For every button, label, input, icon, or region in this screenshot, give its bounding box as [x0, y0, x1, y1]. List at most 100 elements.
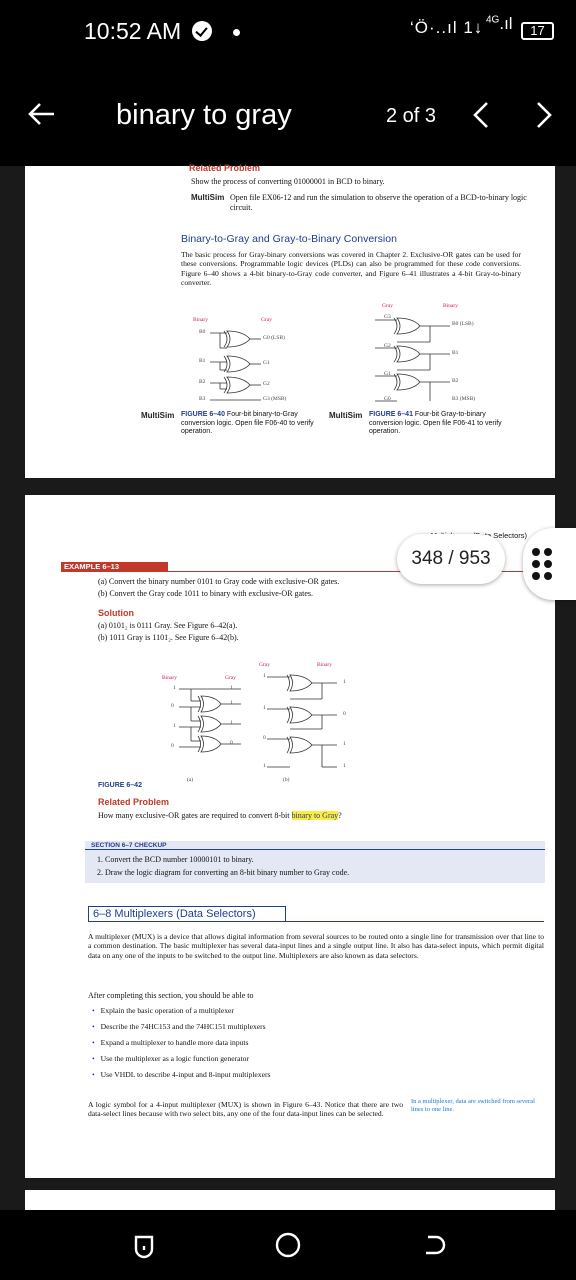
figure-6-40-caption: FIGURE 6–40 Four-bit binary-to-Gray conv… [181, 411, 314, 435]
figure-6-41-diagram [375, 317, 450, 402]
fig42b-out-1: 0 [343, 711, 346, 717]
checkup-title: SECTION 6–7 CHECKUP [85, 841, 545, 850]
multisim-logo: MultiSim [191, 193, 225, 202]
fig40-output-g2: G2 [263, 381, 270, 387]
fig41-output-label: Binary [443, 303, 458, 309]
fig42a-in-1: 0 [171, 703, 174, 709]
fig40-output-g3: G3 (MSB) [263, 396, 287, 402]
fig42a-in-0: 1 [173, 685, 176, 691]
fig40-output-g1: G1 [263, 360, 270, 366]
fig42a-in-2: 1 [173, 723, 176, 729]
example-rule [61, 571, 541, 572]
fig40-output-g0: G0 (LSB) [263, 335, 285, 341]
grid-dots-icon [544, 560, 552, 568]
fig41-output-b3: B3 (MSB) [452, 396, 476, 402]
example-part-a: (a) Convert the binary number 0101 to Gr… [98, 577, 340, 586]
related-problem-text-2: How many exclusive-OR gates are required… [98, 811, 342, 820]
recent-apps-icon[interactable] [128, 1229, 160, 1261]
objectives-intro: After completing this section, you shoul… [88, 991, 254, 1000]
fig42b-out-0: 1 [343, 679, 346, 685]
fig41-input-g2: G2 [384, 343, 391, 349]
multisim-text: Open file EX06-12 and run the simulation… [230, 193, 527, 212]
app-bar: binary to gray 2 of 3 [0, 62, 576, 166]
solution-heading: Solution [98, 608, 134, 618]
section-heading: Binary-to-Gray and Gray-to-Binary Conver… [181, 233, 397, 245]
fig41-input-g3: G3 [384, 314, 391, 320]
fig41-input-g1: G1 [384, 371, 391, 377]
check-badge-icon [192, 21, 212, 41]
status-bar: 10:52 AM ‘Ö·..ıl 1↓ 4G.ıl 17 [0, 0, 576, 62]
search-result-count: 2 of 3 [386, 105, 437, 127]
fig42a-tag: (a) [187, 777, 194, 783]
section-checkup-box: SECTION 6–7 CHECKUP 1. Convert the BCD n… [85, 841, 545, 883]
figure-6-42-label: FIGURE 6–42 [98, 782, 142, 789]
fig40-input-b2: B2 [199, 379, 206, 385]
fig42a-out-1: 1 [230, 700, 233, 706]
notification-dot-icon [233, 29, 240, 36]
fig42b-in-1: 1 [263, 705, 266, 711]
previous-result-icon[interactable] [470, 100, 492, 130]
fig41-input-g0: G0 [384, 396, 391, 402]
related-problem-heading-2: Related Problem [98, 797, 170, 807]
objective-item: Describe the 74HC153 and the 74HC151 mul… [92, 1022, 266, 1031]
fig42b-output-label: Binary [317, 662, 332, 668]
more-options-button[interactable] [523, 528, 576, 600]
figure-6-41-caption: FIGURE 6–41 Four-bit Gray-to-binary conv… [369, 411, 502, 435]
grid-dots-icon [544, 548, 552, 556]
solution-part-b: (b) 1011 Gray is 1101₂. See Figure 6–42(… [98, 633, 239, 642]
pdf-page-current[interactable]: Multiplexers (Data Selectors) EXAMPLE 6–… [25, 495, 555, 1178]
fig42b-tag: (b) [283, 777, 290, 783]
pdf-page-next[interactable] [25, 1190, 555, 1210]
grid-dots-icon [532, 548, 540, 556]
next-result-icon[interactable] [533, 100, 555, 130]
fig42b-out-3: 1 [343, 763, 346, 769]
fig41-output-b1: B1 [452, 350, 459, 356]
objective-item: Explain the basic operation of a multipl… [92, 1006, 234, 1015]
fig41-input-label: Gray [382, 303, 393, 309]
fig42b-in-2: 0 [263, 735, 266, 741]
fig40-input-label: Binary [193, 317, 208, 323]
multisim-logo-fig40: MultiSim [141, 411, 175, 420]
fig42a-out-0: 1 [230, 685, 233, 691]
fig40-output-label: Gray [261, 317, 272, 323]
objective-item: Expand a multiplexer to handle more data… [92, 1038, 249, 1047]
search-highlight[interactable]: binary to Gray [291, 811, 339, 820]
network-type-icon: 4G.ıl [486, 14, 513, 33]
margin-note: In a multiplexer, data are switched from… [411, 1098, 535, 1113]
pdf-page-top[interactable]: Related Problem Show the process of conv… [25, 163, 555, 478]
fig42a-input-label: Binary [162, 675, 177, 681]
fig40-input-b0: B0 [199, 329, 206, 335]
grid-dots-icon [532, 560, 540, 568]
example-part-b: (b) Convert the Gray code 1011 to binary… [98, 589, 313, 598]
fig40-input-b3: B3 [199, 396, 206, 402]
fig40-input-b1: B1 [199, 358, 206, 364]
related-problem-heading: Related Problem [189, 163, 261, 173]
fig42b-out-2: 1 [343, 741, 346, 747]
section-6-8-intro: A multiplexer (MUX) is a device that all… [88, 932, 544, 960]
section-6-8-heading: 6–8 Multiplexers (Data Selectors) [88, 906, 286, 922]
back-arrow-icon[interactable] [26, 98, 58, 130]
fig42b-in-3: 1 [263, 763, 266, 769]
closing-paragraph: A logic symbol for a 4-input multiplexer… [88, 1100, 403, 1119]
battery-icon: 17 [521, 22, 554, 40]
search-query-title[interactable]: binary to gray [116, 99, 292, 131]
back-nav-icon[interactable] [416, 1229, 448, 1261]
page-number-indicator: 348 / 953 [397, 534, 505, 584]
fig42b-in-0: 1 [263, 673, 266, 679]
section-6-8-rule [88, 921, 544, 922]
fig41-output-b2: B2 [452, 378, 459, 384]
home-icon[interactable] [272, 1229, 304, 1261]
example-label: EXAMPLE 6–13 [61, 562, 168, 572]
grid-dots-icon [532, 572, 540, 580]
grid-dots-icon [544, 572, 552, 580]
fig42b-input-label: Gray [259, 662, 270, 668]
fig42a-out-3: 0 [230, 740, 233, 746]
figure-6-42-diagram [179, 674, 337, 768]
objective-item: Use the multiplexer as a logic function … [92, 1054, 249, 1063]
multisim-logo-fig41: MultiSim [329, 411, 363, 420]
fig42a-output-label: Gray [225, 675, 236, 681]
signal-strength-icon: ‘Ö·..ıl 1↓ [410, 18, 484, 37]
fig42a-in-3: 0 [171, 743, 174, 749]
checkup-item-2: 2. Draw the logic diagram for converting… [97, 868, 350, 877]
